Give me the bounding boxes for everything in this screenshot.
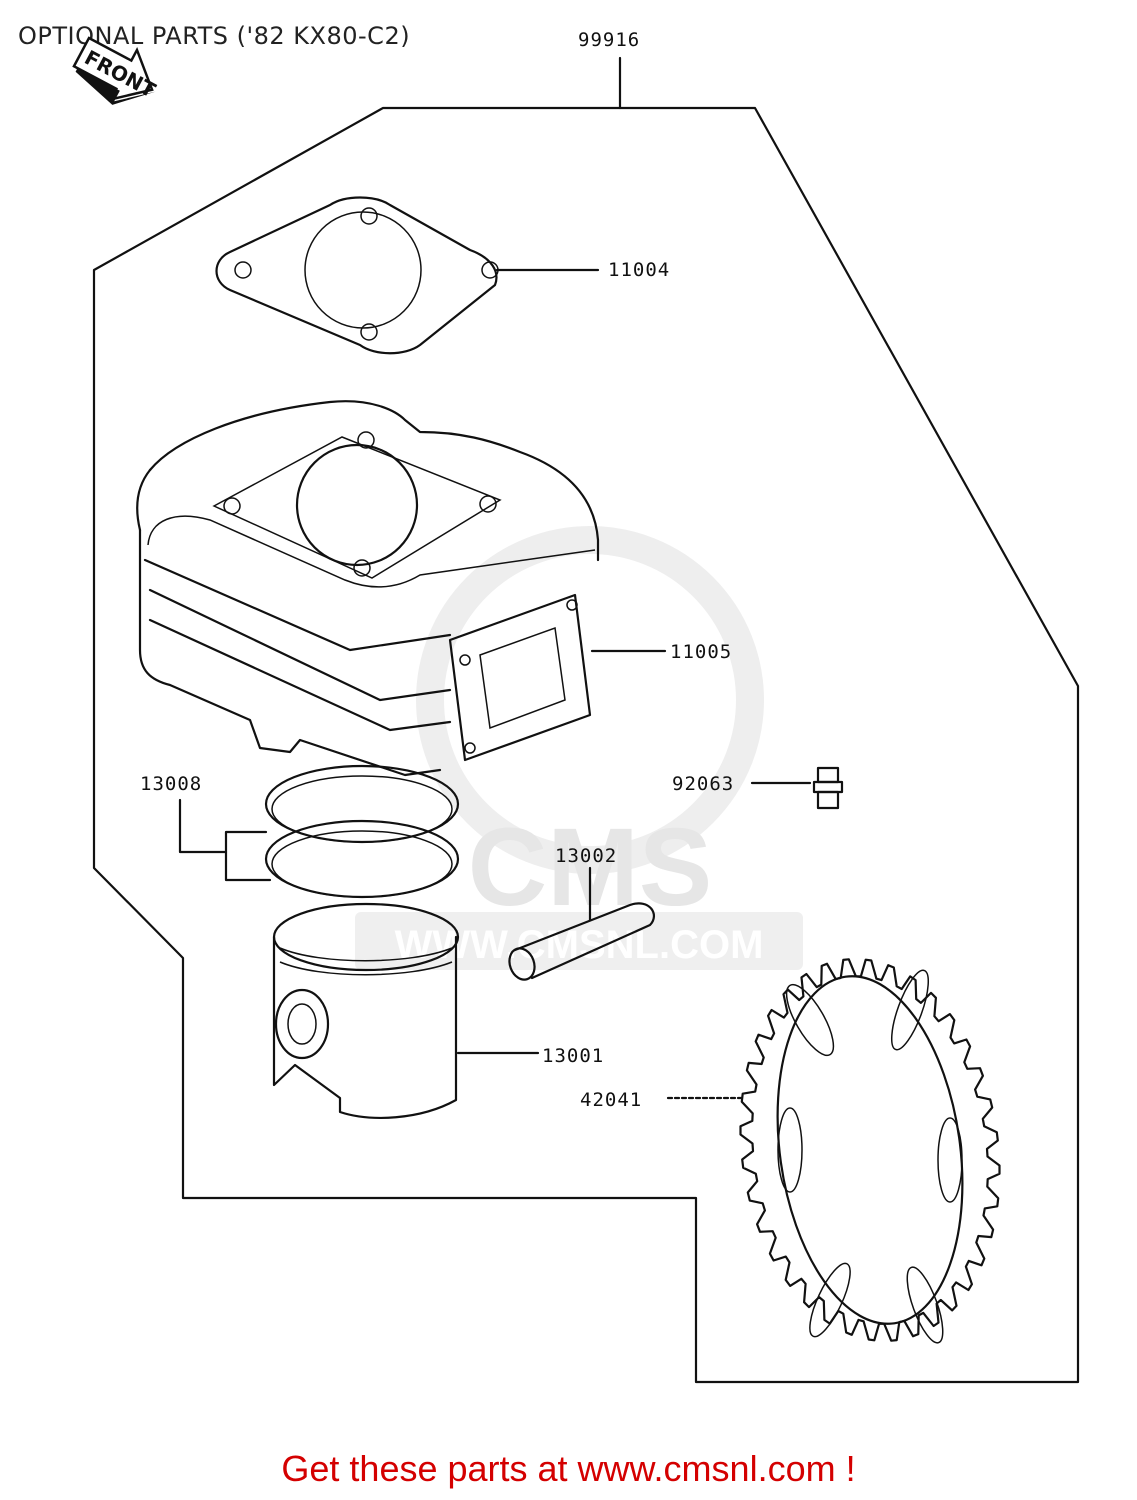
piston <box>272 902 460 1119</box>
part-number-11004: 11004 <box>608 259 670 281</box>
leader-13008 <box>178 798 228 854</box>
page-title: OPTIONAL PARTS ('82 KX80-C2) <box>18 22 411 50</box>
piston-rings <box>264 764 460 899</box>
kit-boundary <box>92 106 1080 1384</box>
watermark-url-text: WWW.CMSNL.COM <box>395 923 764 967</box>
exploded-parts-diagram: CMS WWW.CMSNL.COM FRONT <box>72 29 1080 1384</box>
part-number-99916: 99916 <box>578 29 640 51</box>
cmsnl-watermark: CMS WWW.CMSNL.COM <box>355 526 803 970</box>
part-number-11005: 11005 <box>670 641 732 663</box>
drain-plug <box>812 766 844 810</box>
rear-sprocket <box>739 958 1001 1344</box>
leader-13008-bracket <box>224 830 272 882</box>
part-number-13002: 13002 <box>555 845 617 867</box>
cylinder <box>136 400 600 777</box>
footer-link-text[interactable]: Get these parts at www.cmsnl.com ! <box>281 1448 856 1489</box>
part-number-13008: 13008 <box>140 773 202 795</box>
head-gasket <box>215 196 499 355</box>
piston-pin <box>508 902 655 981</box>
part-number-42041: 42041 <box>580 1089 642 1111</box>
part-number-13001: 13001 <box>542 1045 604 1067</box>
front-arrow-icon: FRONT <box>72 36 160 105</box>
part-number-92063: 92063 <box>672 773 734 795</box>
